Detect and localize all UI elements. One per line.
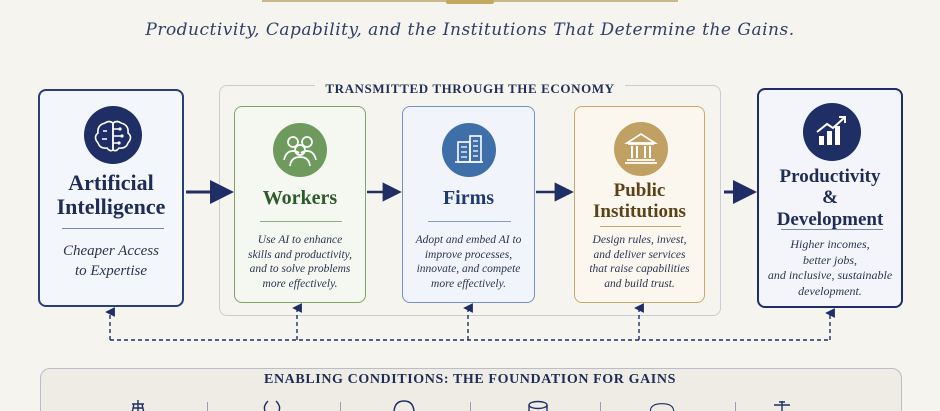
public-desc-line: and deliver services (593, 248, 686, 261)
firms-desc-line: improve processes, (424, 248, 513, 261)
footer-divider (470, 402, 471, 411)
ai-title-line2: Intelligence (56, 193, 166, 219)
enabling-conditions-panel (40, 368, 902, 411)
workers-box: Workers Use AI to enhance skills and pro… (234, 106, 366, 303)
workers-rule (260, 221, 342, 222)
buildings-icon (441, 122, 497, 178)
prod-desc-line: development. (798, 283, 862, 298)
prod-title-line2: & (822, 187, 838, 209)
public-desc-line: that raise capabilities (589, 263, 690, 276)
firms-title: Firms (442, 187, 495, 209)
firms-desc-line: innovate, and compete (416, 263, 521, 276)
productivity-title: Productivity & Development (759, 166, 901, 230)
prod-desc-line: and inclusive, sustainable (767, 268, 893, 283)
public-institutions-box: Public Institutions Design rules, invest… (574, 106, 705, 303)
workers-desc-line: and to solve problems (249, 263, 351, 276)
productivity-rule (781, 229, 883, 230)
footer-divider (207, 402, 208, 411)
productivity-box: Productivity & Development Higher income… (757, 88, 903, 308)
rising-bar-chart-icon (802, 102, 862, 162)
network-tower-icon (131, 400, 145, 411)
prod-title-line3: Development (776, 208, 884, 230)
globe-icon (393, 400, 415, 411)
transmission-label-wrapper: TRANSMITTED THROUGH THE ECONOMY (0, 78, 940, 97)
page-subtitle: Productivity, Capability, and the Instit… (145, 20, 795, 40)
workers-desc-line: skills and productivity, (247, 248, 353, 261)
top-decorative-rule (262, 0, 678, 4)
firms-desc-line: Adopt and embed AI to (415, 234, 522, 246)
public-desc-line: and build trust. (604, 277, 675, 290)
public-title: Public Institutions (575, 180, 704, 222)
ai-description: Cheaper Access to Expertise (40, 242, 182, 281)
cylinder-icon (528, 400, 548, 411)
transmission-label: TRANSMITTED THROUGH THE ECONOMY (315, 81, 625, 96)
workers-description: Use AI to enhance skills and productivit… (235, 233, 365, 291)
ai-title: Artificial Intelligence (40, 171, 182, 219)
ai-box: Artificial Intelligence Cheaper Access t… (38, 89, 184, 307)
workers-desc-line: more effectively. (262, 277, 338, 290)
firms-description: Adopt and embed AI to improve processes,… (403, 233, 534, 291)
cloud-icon (649, 403, 675, 411)
public-rule (600, 226, 681, 227)
prod-desc-line: better jobs, (803, 252, 857, 267)
columns-building-icon (613, 121, 669, 177)
ai-desc-line1: Cheaper Access (63, 243, 159, 259)
productivity-description: Higher incomes, better jobs, and inclusi… (759, 237, 901, 299)
public-title-line2: Institutions (593, 200, 686, 222)
ai-desc-line2: to Expertise (74, 262, 148, 279)
public-description: Design rules, invest, and deliver servic… (575, 233, 704, 291)
brackets-icon (263, 400, 281, 411)
scales-icon (774, 401, 790, 411)
public-desc-line: Design rules, invest, (592, 234, 687, 246)
people-icon (272, 122, 328, 178)
firms-rule (428, 221, 511, 222)
firms-desc-line: more effectively. (431, 277, 506, 290)
enabling-conditions-title: ENABLING CONDITIONS: THE FOUNDATION FOR … (264, 372, 676, 387)
workers-title: Workers (262, 187, 338, 209)
footer-divider (735, 402, 736, 411)
public-title-line1: Public (613, 180, 666, 201)
footer-divider (600, 402, 601, 411)
prod-title-line1: Productivity (779, 166, 881, 187)
workers-desc-line: Use AI to enhance (257, 234, 343, 246)
footer-divider (340, 402, 341, 411)
prod-desc-line: Higher incomes, (790, 237, 870, 251)
ai-title-line1: Artificial (68, 170, 154, 195)
firms-box: Firms Adopt and embed AI to improve proc… (402, 106, 535, 303)
ai-rule (62, 228, 164, 229)
brain-circuit-icon (83, 105, 143, 165)
